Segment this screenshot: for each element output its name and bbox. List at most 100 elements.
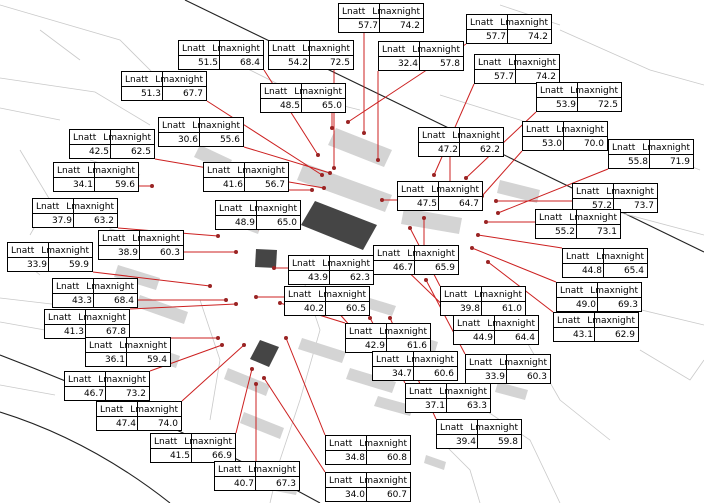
lmaxnight-header: Lmaxnight <box>237 166 285 176</box>
lnatt-header: Lnatt <box>56 282 80 292</box>
label-divider <box>45 324 129 325</box>
lnatt-header: Lnatt <box>154 437 178 447</box>
lmaxnight-value: 74.2 <box>527 32 548 42</box>
lmaxnight-value: 60.3 <box>526 372 547 382</box>
lmaxnight-header: Lmaxnight <box>184 437 232 447</box>
lmaxnight-value: 71.9 <box>669 157 690 167</box>
lmaxnight-header: Lmaxnight <box>192 121 240 131</box>
boundary-line <box>469 399 561 503</box>
lmaxnight-header: Lmaxnight <box>431 185 479 195</box>
receiver-point <box>262 376 266 380</box>
label-divider <box>137 402 138 430</box>
lnatt-header: Lnatt <box>470 18 494 28</box>
lmaxnight-header: Lmaxnight <box>86 282 134 292</box>
label-divider <box>475 69 559 70</box>
lmaxnight-value: 63.2 <box>93 216 114 226</box>
lnatt-value: 57.7 <box>357 21 378 31</box>
lnatt-header: Lnatt <box>401 185 425 195</box>
receiver-point <box>332 166 336 170</box>
building <box>297 163 392 212</box>
receiver-point <box>496 211 500 215</box>
label-divider <box>413 352 414 380</box>
receiver-point <box>388 316 392 320</box>
label-divider <box>379 4 380 32</box>
lnatt-value: 34.1 <box>72 180 93 190</box>
lmaxnight-value: 72.5 <box>597 100 618 110</box>
label-divider <box>215 476 299 477</box>
lmaxnight-value: 65.0 <box>276 218 297 228</box>
lnatt-header: Lnatt <box>469 358 493 368</box>
receiver-point <box>470 246 474 250</box>
lmaxnight-header: Lmaxnight <box>78 313 126 323</box>
label-divider <box>467 29 551 30</box>
lnatt-header: Lnatt <box>329 439 353 449</box>
lmaxnight-header: Lmaxnight <box>248 465 296 475</box>
lmaxnight-header: Lmaxnight <box>590 286 638 296</box>
lnatt-value: 46.7 <box>83 389 104 399</box>
building <box>136 295 188 324</box>
label-divider <box>494 316 495 344</box>
label-divider <box>285 301 369 302</box>
receiver-point <box>486 260 490 264</box>
receiver-point <box>330 126 334 130</box>
receiver-point <box>242 343 246 347</box>
label-divider <box>85 310 86 338</box>
label-divider <box>94 163 95 191</box>
label-divider <box>73 199 74 227</box>
label-divider <box>309 41 310 69</box>
lnatt-value: 42.5 <box>88 147 109 157</box>
label-divider <box>594 313 595 341</box>
lmaxnight-header: Lmaxnight <box>294 87 342 97</box>
lnatt-header: Lnatt <box>218 465 242 475</box>
lmaxnight-header: Lmaxnight <box>87 166 135 176</box>
lmaxnight-header: Lmaxnight <box>596 252 644 262</box>
label-divider <box>366 436 367 464</box>
lnatt-value: 40.2 <box>303 304 324 314</box>
building-west <box>255 249 277 268</box>
lnatt-header: Lnatt <box>440 423 464 433</box>
lnatt-header: Lnatt <box>566 252 590 262</box>
receiver-point <box>320 173 324 177</box>
lmaxnight-header: Lmaxnight <box>569 213 617 223</box>
lmaxnight-value: 60.5 <box>345 304 366 314</box>
lmaxnight-value: 64.7 <box>458 199 479 209</box>
lmaxnight-value: 59.8 <box>497 437 518 447</box>
label-divider <box>8 257 92 258</box>
lmaxnight-value: 59.4 <box>146 355 167 365</box>
lmaxnight-value: 67.7 <box>182 89 203 99</box>
lnatt-value: 36.1 <box>104 355 125 365</box>
label-divider <box>204 177 288 178</box>
receiver-ray <box>129 303 237 310</box>
lnatt-value: 37.9 <box>51 216 72 226</box>
label-divider <box>126 338 127 366</box>
lnatt-value: 30.6 <box>177 135 198 145</box>
receiver-point <box>254 382 258 386</box>
lnatt-header: Lnatt <box>162 121 186 131</box>
receiver-point <box>220 343 224 347</box>
lnatt-value: 33.9 <box>26 260 47 270</box>
lmaxnight-header: Lmaxnight <box>322 259 370 269</box>
label-divider <box>573 198 657 199</box>
lnatt-value: 53.9 <box>555 100 576 110</box>
receiver-point <box>464 176 468 180</box>
lmaxnight-header: Lmaxnight <box>132 234 180 244</box>
lnatt-header: Lnatt <box>540 86 564 96</box>
lnatt-value: 43.3 <box>71 296 92 306</box>
lnatt-header: Lnatt <box>68 375 92 385</box>
lmaxnight-header: Lmaxnight <box>642 143 690 153</box>
receiver-point <box>408 226 412 230</box>
label-divider <box>379 56 463 57</box>
lmaxnight-value: 68.4 <box>239 58 260 68</box>
